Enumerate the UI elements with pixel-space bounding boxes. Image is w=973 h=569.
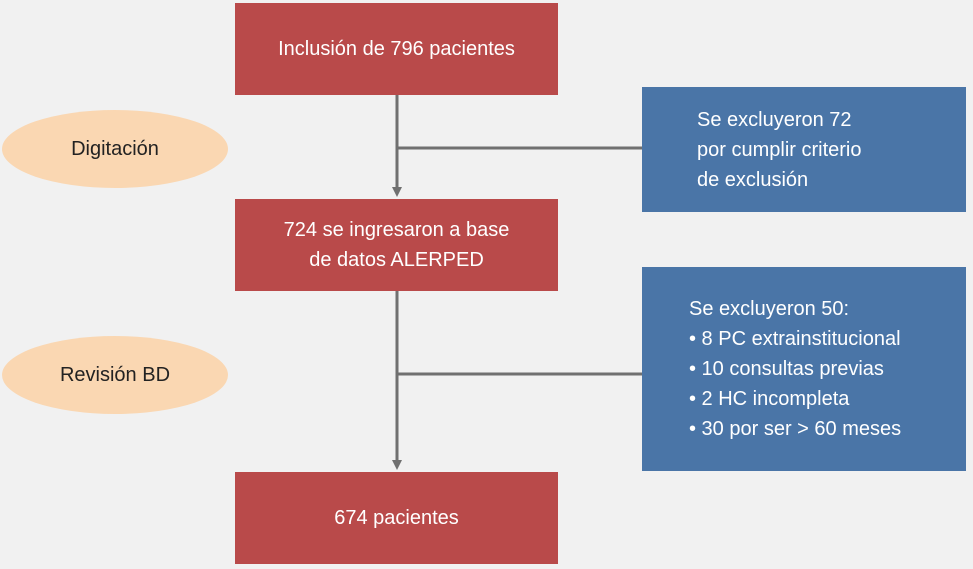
database-entry-line-1: 724 se ingresaron a base <box>283 219 510 241</box>
phase-digitacion: Digitación <box>2 110 228 188</box>
exclusion-1-line-2: por cumplir criterio <box>697 138 862 161</box>
exclusion-2-item: • 2 HC incompleta <box>689 388 850 410</box>
exclusion-2-heading: Se excluyeron 50: <box>689 298 850 320</box>
final-patients-box: 674 pacientes <box>235 472 558 564</box>
exclusion-2-item: • 8 PC extrainstitucional <box>689 328 901 350</box>
phase-digitacion-label: Digitación <box>71 137 159 160</box>
final-patients-text: 674 pacientes <box>334 507 459 529</box>
exclusion-1-line-3: de exclusión <box>697 168 809 191</box>
phase-revision-bd: Revisión BD <box>2 336 228 414</box>
exclusion-2-item: • 30 por ser > 60 meses <box>689 418 902 440</box>
inclusion-text: Inclusión de 796 pacientes <box>278 38 515 60</box>
inclusion-box: Inclusión de 796 pacientes <box>235 3 558 95</box>
exclusion-box-1: Se excluyeron 72 por cumplir criterio de… <box>642 87 966 212</box>
exclusion-1-line-1: Se excluyeron 72 <box>697 108 852 131</box>
database-entry-box: 724 se ingresaron a base de datos ALERPE… <box>235 199 558 291</box>
exclusion-2-item: • 10 consultas previas <box>689 358 884 380</box>
database-entry-line-2: de datos ALERPED <box>309 249 484 271</box>
exclusion-box-2: Se excluyeron 50: • 8 PC extrainstitucio… <box>642 267 966 471</box>
phase-revision-bd-label: Revisión BD <box>59 363 171 386</box>
